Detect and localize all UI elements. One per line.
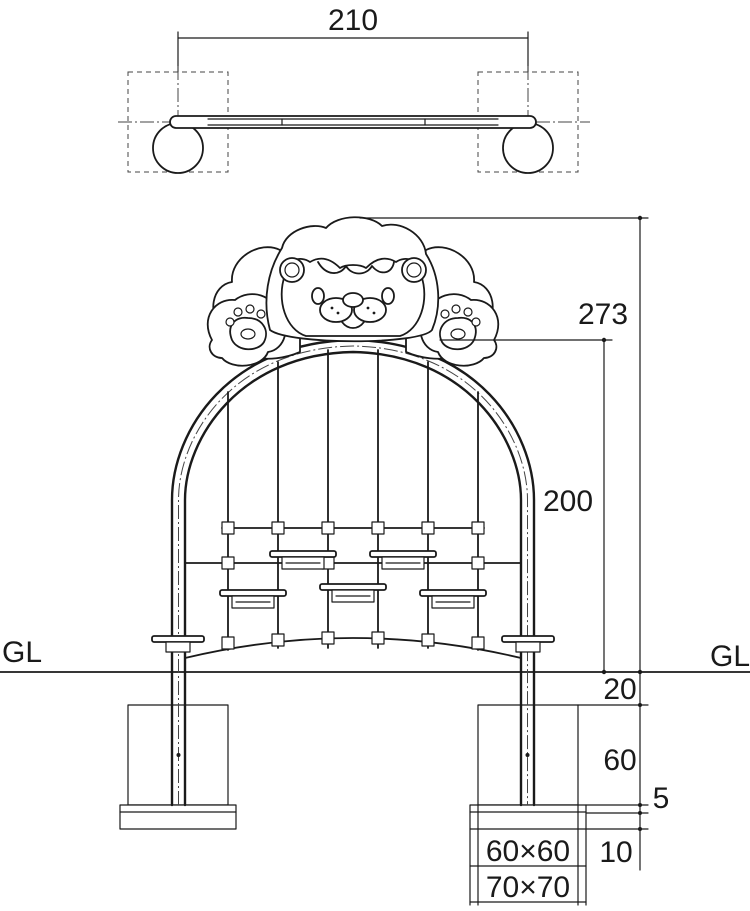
rope-bottom — [184, 637, 522, 659]
plan-post-left — [152, 122, 204, 174]
step-upper-left — [269, 550, 337, 570]
dim-above-ground: 20 — [603, 673, 636, 706]
ground-label-right: GL — [710, 640, 750, 673]
whisker-dot — [330, 306, 334, 310]
paw-pad-inner — [240, 328, 256, 340]
rope-net — [184, 349, 522, 659]
dim-point — [638, 827, 642, 831]
dim-base-thickness: 5 — [653, 782, 670, 815]
whisker-dot — [372, 311, 376, 315]
paw-toe — [471, 317, 481, 327]
rope-connector — [221, 556, 235, 570]
paw-pad-inner — [450, 328, 466, 340]
rope-connector — [421, 521, 435, 535]
dim-top-width: 210 — [328, 4, 378, 37]
rope-connector — [371, 521, 385, 535]
base-slab-right — [469, 804, 587, 830]
dim-point — [601, 669, 607, 675]
dim-foundation-depth: 60 — [603, 744, 636, 777]
plan-top-bar — [169, 115, 537, 129]
dim-point — [638, 703, 642, 707]
paw-toe — [463, 307, 473, 317]
elevation-dimensions: 273 200 20 60 5 10 60×60 70×70 — [359, 215, 670, 906]
paw-toe — [233, 307, 243, 317]
arch-inner — [183, 350, 523, 807]
rope-connectors — [221, 521, 485, 650]
step-mid-center — [319, 583, 387, 603]
eye-left — [311, 287, 325, 305]
mouth — [341, 321, 365, 329]
rope-connector — [471, 636, 485, 650]
step-mid-right — [419, 589, 487, 609]
dim-point — [601, 337, 607, 343]
step-upper-right — [369, 550, 437, 570]
paw-toe — [440, 309, 450, 319]
rope-connector — [421, 633, 435, 647]
side-plate-bracket — [515, 641, 541, 653]
step-top — [219, 589, 287, 597]
plan-view: 210 — [118, 4, 590, 176]
rope-connector — [271, 521, 285, 535]
hair-tuft — [317, 261, 395, 275]
paw-toe — [256, 309, 266, 319]
step-top — [369, 550, 437, 558]
base-slab-left — [119, 804, 237, 830]
ground-label-left: GL — [2, 636, 42, 669]
rope-connector — [471, 556, 485, 570]
step-mid-left — [219, 589, 287, 609]
step-top — [269, 550, 337, 558]
step-top — [319, 583, 387, 591]
rope-connector — [371, 631, 385, 645]
plan-post-right — [502, 122, 554, 174]
paw-toe — [451, 304, 461, 314]
dim-post-section: 60×60 — [486, 835, 570, 868]
step-platforms — [219, 550, 487, 609]
paw-toe — [245, 304, 255, 314]
bolt-dot — [176, 753, 181, 757]
side-plate-bracket — [165, 641, 191, 653]
rope-connector — [321, 631, 335, 645]
bolt-dot — [525, 753, 530, 757]
whisker-dot — [366, 306, 370, 310]
foundations — [119, 704, 587, 830]
ear-right-inner — [406, 262, 422, 278]
rope-connector — [221, 521, 235, 535]
dim-total-height: 273 — [578, 298, 628, 331]
ear-left-inner — [284, 262, 300, 278]
rope-connector — [321, 521, 335, 535]
paw-icon-left — [225, 304, 267, 351]
dim-base-slab: 10 — [599, 836, 632, 869]
dim-point — [638, 811, 642, 815]
arch-centerline — [178, 345, 528, 805]
dim-footing-section: 70×70 — [486, 871, 570, 904]
whisker-dot — [336, 311, 340, 315]
step-top — [419, 589, 487, 597]
lion-ornament — [206, 216, 500, 367]
side-plate-right — [501, 635, 555, 643]
dim-point — [637, 215, 643, 221]
rope-connector — [271, 633, 285, 647]
rope-connector — [471, 521, 485, 535]
side-plate-left — [151, 635, 205, 643]
rope-connector — [221, 636, 235, 650]
paw-toe — [225, 317, 235, 327]
dim-arch-height: 200 — [543, 485, 593, 518]
dim-point — [638, 803, 642, 807]
eye-right — [381, 287, 395, 305]
arch-frame — [151, 338, 555, 807]
paw-icon-right — [439, 304, 481, 351]
nose — [342, 292, 364, 308]
